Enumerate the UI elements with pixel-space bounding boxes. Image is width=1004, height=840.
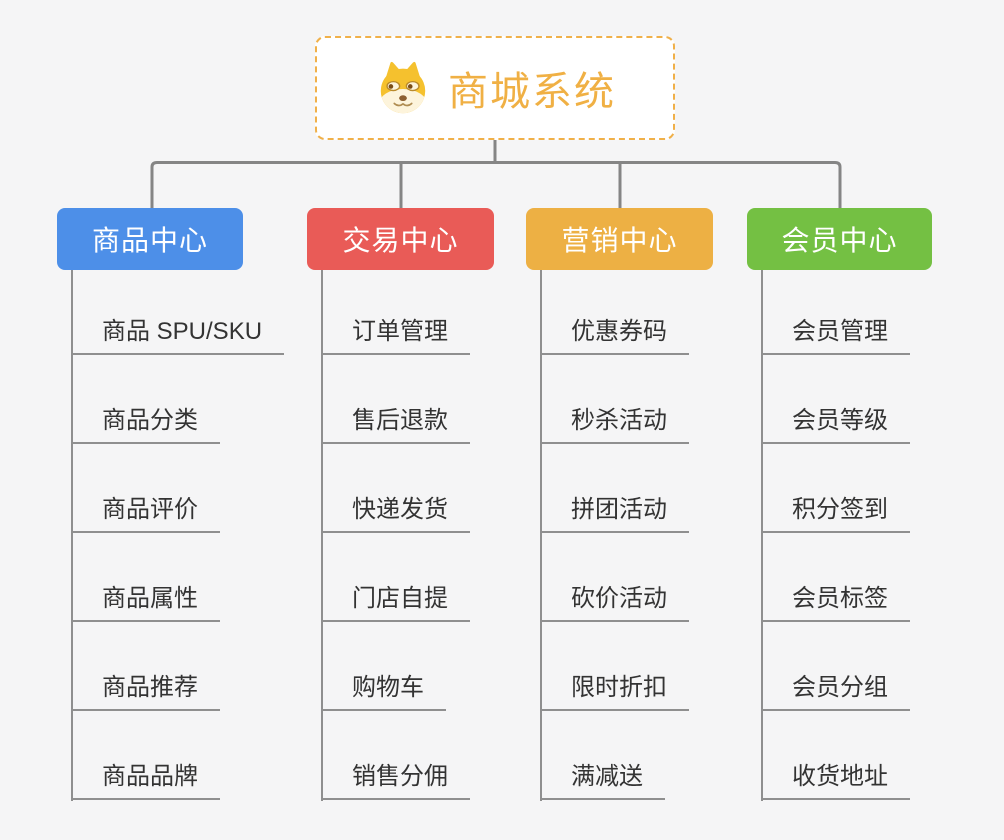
subtopic[interactable]: 商品评价 — [72, 496, 220, 533]
branch-topic-trade-center[interactable]: 交易中心 — [307, 208, 494, 270]
subtopic[interactable]: 会员管理 — [762, 318, 910, 355]
root-topic[interactable]: 商城系统 — [315, 36, 675, 140]
subtopic[interactable]: 会员等级 — [762, 407, 910, 444]
branch-topic-marketing-center[interactable]: 营销中心 — [526, 208, 713, 270]
subtopic[interactable]: 会员分组 — [762, 674, 910, 711]
subtopic[interactable]: 限时折扣 — [541, 674, 689, 711]
subtopic[interactable]: 商品分类 — [72, 407, 220, 444]
subtopic[interactable]: 砍价活动 — [541, 585, 689, 622]
subtopic[interactable]: 拼团活动 — [541, 496, 689, 533]
subtopic[interactable]: 门店自提 — [322, 585, 470, 622]
branch-label: 交易中心 — [342, 225, 459, 256]
shiba-dog-icon — [380, 61, 426, 114]
branch-topic-member-center[interactable]: 会员中心 — [747, 208, 932, 270]
subtopic[interactable]: 购物车 — [322, 674, 446, 711]
subtopic[interactable]: 秒杀活动 — [541, 407, 689, 444]
subtopic[interactable]: 订单管理 — [322, 318, 470, 355]
subtopic[interactable]: 商品 SPU/SKU — [72, 318, 285, 355]
subtopic[interactable]: 商品属性 — [72, 585, 220, 622]
subtopic[interactable]: 会员标签 — [762, 585, 910, 622]
subtopic[interactable]: 销售分佣 — [322, 763, 470, 800]
branch-label: 商品中心 — [91, 225, 208, 256]
subtopic[interactable]: 快递发货 — [322, 496, 470, 533]
subtopic[interactable]: 收货地址 — [762, 763, 910, 800]
subtopic[interactable]: 售后退款 — [322, 407, 470, 444]
branch-topic-product-center[interactable]: 商品中心 — [57, 208, 243, 270]
branch-label: 会员中心 — [781, 225, 898, 256]
subtopic[interactable]: 满减送 — [541, 763, 665, 800]
subtopic[interactable]: 优惠券码 — [541, 318, 689, 355]
subtopic[interactable]: 积分签到 — [762, 496, 910, 533]
subtopic[interactable]: 商品推荐 — [72, 674, 220, 711]
branch-label: 营销中心 — [561, 225, 678, 256]
root-title: 商城系统 — [448, 70, 616, 114]
subtopic[interactable]: 商品品牌 — [72, 763, 220, 800]
